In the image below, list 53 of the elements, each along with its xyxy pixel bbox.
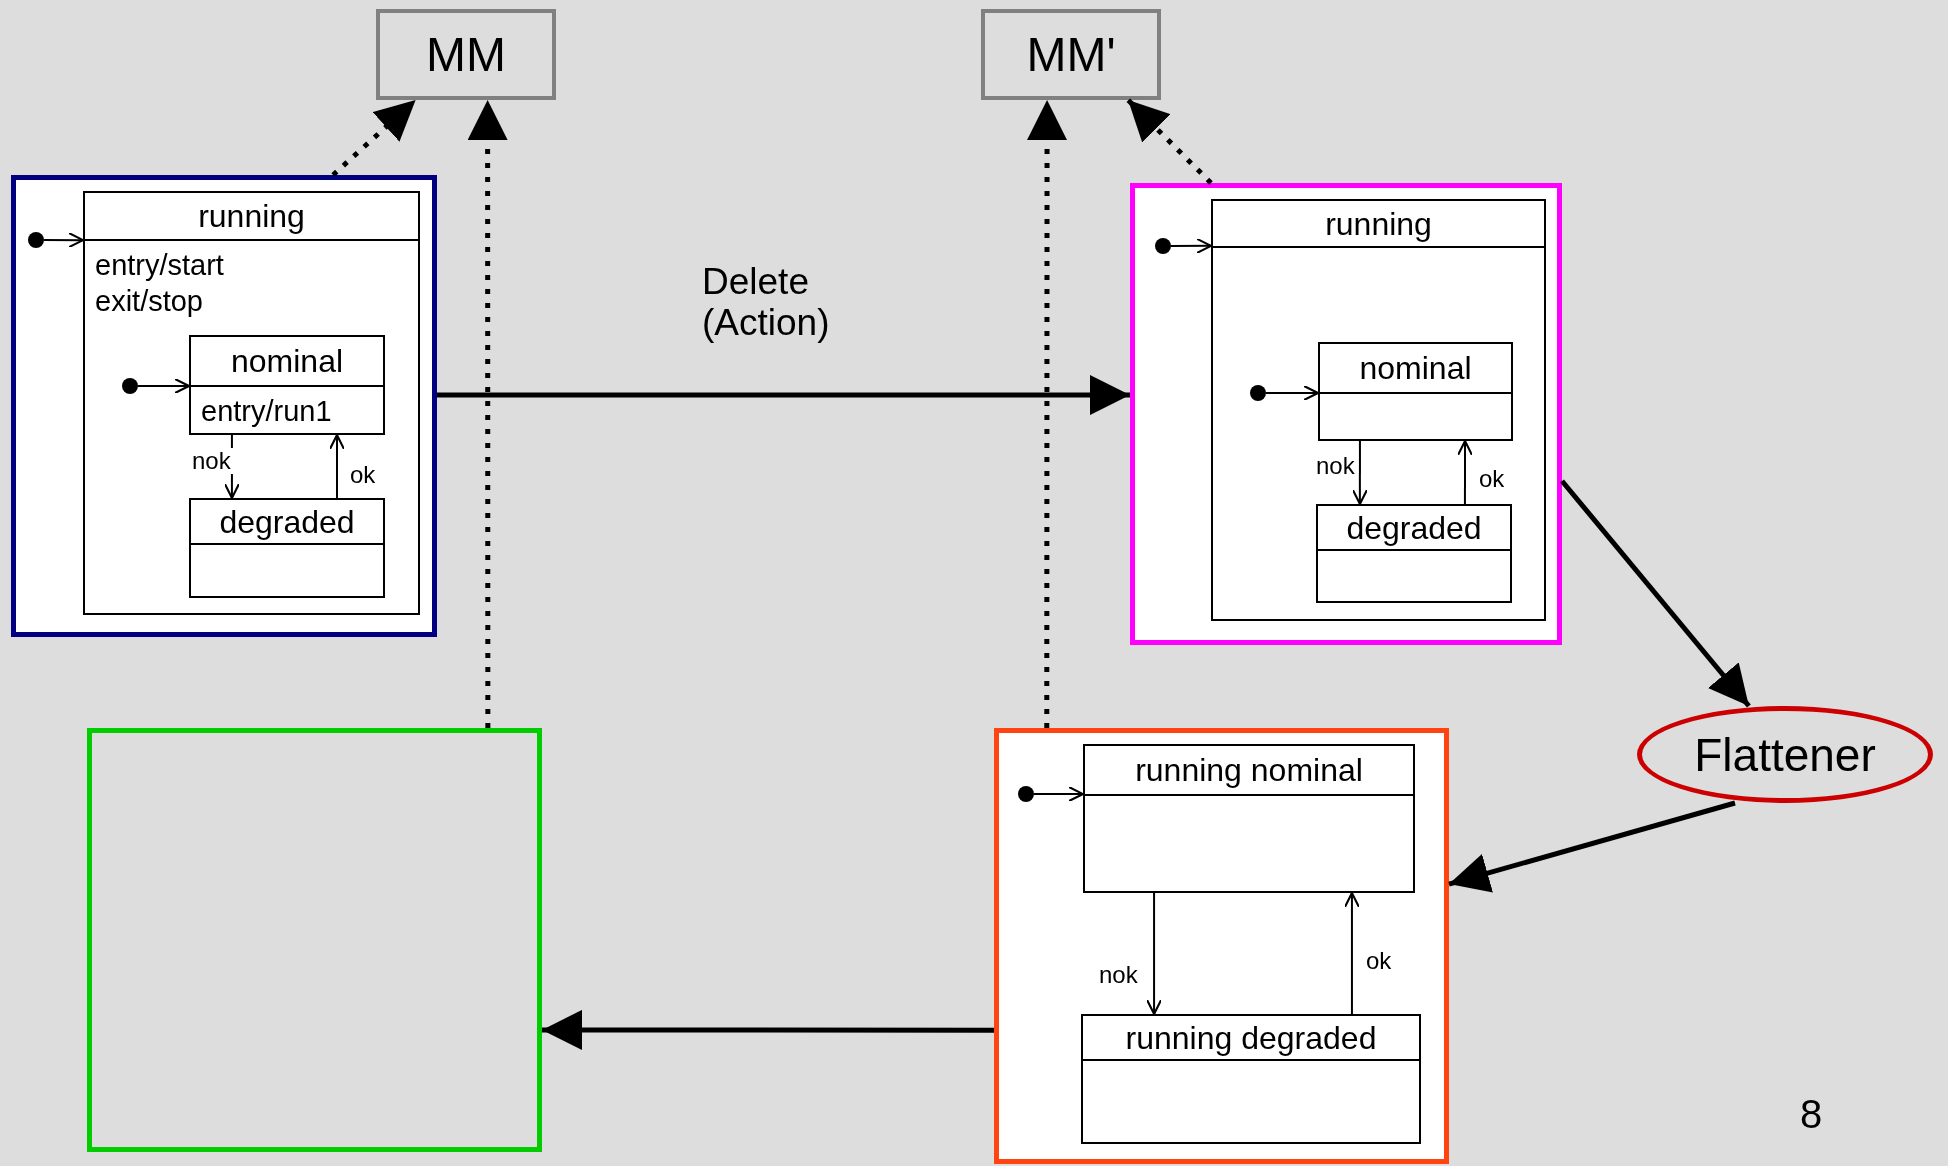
arrow bbox=[1351, 440, 1368, 506]
node-label: MM bbox=[426, 27, 506, 82]
state-name: degraded bbox=[191, 500, 383, 545]
state-name: running degraded bbox=[1083, 1016, 1419, 1061]
node-label: Flattener bbox=[1694, 727, 1876, 782]
state-name: running bbox=[1213, 201, 1544, 248]
state-action: entry/start exit/stop bbox=[94, 248, 225, 320]
state-name: running bbox=[85, 193, 418, 241]
arrow bbox=[437, 375, 1130, 416]
dotted-arrow bbox=[1126, 98, 1213, 185]
node-label: MM' bbox=[1026, 27, 1116, 82]
model-frame bbox=[87, 728, 542, 1152]
arrow bbox=[1343, 891, 1360, 1015]
dotted-arrow bbox=[331, 98, 418, 177]
state-box bbox=[1316, 504, 1512, 603]
model-frame bbox=[11, 175, 437, 637]
state-name: nominal bbox=[191, 337, 383, 387]
model-frame bbox=[994, 728, 1449, 1164]
state-action: entry/run1 bbox=[200, 394, 333, 429]
state-box bbox=[1318, 342, 1513, 441]
state-name: degraded bbox=[1318, 506, 1510, 551]
arrow bbox=[1265, 384, 1320, 402]
metamodel-box bbox=[981, 9, 1161, 100]
transformation-ellipse bbox=[1637, 706, 1933, 803]
arrow bbox=[1560, 479, 1751, 708]
state-name: running nominal bbox=[1085, 746, 1413, 796]
arrow bbox=[1033, 786, 1085, 803]
dotted-arrow bbox=[467, 100, 508, 728]
arrow bbox=[1448, 800, 1736, 893]
initial-state-dot bbox=[1250, 385, 1266, 401]
state-box bbox=[189, 335, 385, 435]
arrow bbox=[542, 1009, 994, 1050]
arrow bbox=[137, 377, 191, 395]
page-number: 8 bbox=[1800, 1092, 1823, 1137]
arrow bbox=[328, 433, 346, 499]
state-box bbox=[1081, 1014, 1421, 1144]
state-name: nominal bbox=[1320, 344, 1511, 394]
arrow bbox=[1456, 439, 1474, 505]
initial-state-dot bbox=[1018, 786, 1034, 802]
state-box bbox=[83, 191, 420, 615]
dotted-arrow bbox=[1027, 100, 1068, 728]
initial-state-dot bbox=[1155, 238, 1171, 254]
state-box bbox=[1211, 199, 1546, 621]
arrow bbox=[1146, 892, 1163, 1016]
state-box bbox=[1083, 744, 1415, 893]
model-frame bbox=[1130, 183, 1562, 645]
initial-state-dot bbox=[28, 232, 44, 248]
initial-state-dot bbox=[122, 378, 138, 394]
state-box bbox=[189, 498, 385, 598]
metamodel-box bbox=[376, 9, 556, 100]
arrow bbox=[43, 232, 85, 249]
edge-label: nok bbox=[190, 448, 233, 475]
arrow bbox=[1170, 237, 1213, 254]
